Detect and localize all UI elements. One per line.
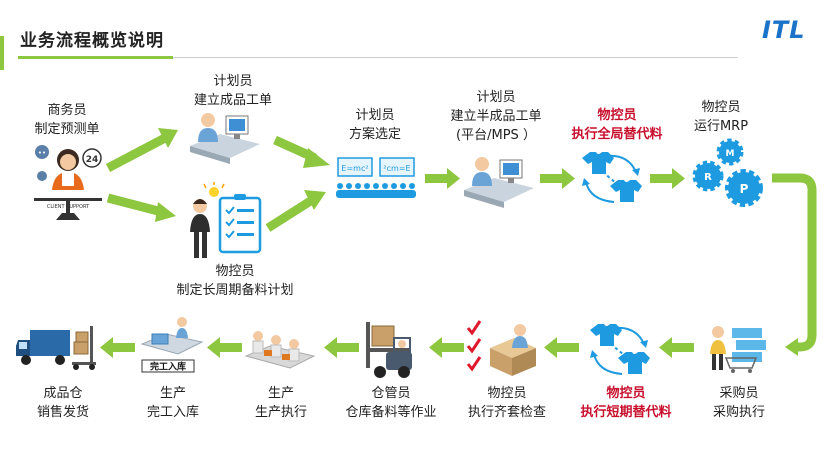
material-kit-role: 物控员	[487, 386, 527, 401]
svg-text:••: ••	[38, 149, 46, 157]
production-done-role: 生产	[159, 386, 186, 401]
arrow-warehouse-to-production	[324, 337, 359, 358]
material-mrp-label: 物控员 运行MRP	[676, 98, 766, 136]
completion-storage-icon: 完工入库	[140, 317, 204, 373]
delivery-truck-icon	[16, 326, 96, 370]
title-underline	[18, 56, 173, 59]
production-exec-label: 生产 生产执行	[236, 384, 326, 422]
gear-label-r: R	[704, 172, 712, 183]
sales-label: 商务员 制定预测单	[22, 101, 112, 139]
planner-select-role: 计划员	[355, 108, 395, 123]
board-text-2: ²cm=E	[383, 164, 410, 173]
arrow-sales-to-planner	[105, 128, 178, 172]
production-exec-role: 生产	[267, 386, 294, 401]
presentation-icon: E=mc² ²cm=E	[336, 157, 416, 198]
completion-sign: 完工入库	[150, 361, 186, 373]
planner-semi-note: (平台/MPS ）	[456, 128, 536, 143]
gear-label-p: P	[740, 182, 749, 196]
production-exec-task: 生产执行	[254, 405, 307, 420]
fg-warehouse-label: 成品仓 销售发货	[18, 384, 108, 422]
planner-semi-role: 计划员	[476, 90, 516, 105]
planner-fg-task: 建立成品工单	[193, 93, 272, 108]
material-global-role: 物控员	[597, 108, 637, 123]
gear-label-m: M	[726, 149, 735, 159]
page-title: 业务流程概览说明	[20, 31, 164, 51]
arrow-short-to-kit	[544, 337, 579, 358]
warehouse-label: 仓管员 仓库备料等作业	[336, 384, 446, 422]
planner-semi-label: 计划员 建立半成品工单 (平台/MPS ）	[436, 88, 556, 145]
forklift-icon	[366, 322, 412, 378]
substitute-shirts-short-icon	[590, 324, 650, 375]
arrow-kit-to-warehouse	[429, 337, 464, 358]
sales-role: 商务员	[47, 103, 87, 118]
checklist-icon	[190, 182, 262, 258]
arrow-select-to-semi	[425, 168, 460, 189]
material-global-task: 执行全局替代料	[571, 127, 663, 142]
material-long-role: 物控员	[215, 264, 255, 279]
badge-24: 24	[86, 155, 99, 165]
planner-fg-role: 计划员	[213, 74, 253, 89]
planner-fg-label: 计划员 建立成品工单	[178, 72, 288, 110]
arrow-done-to-fg	[100, 337, 135, 358]
purchaser-task: 采购执行	[712, 405, 765, 420]
kit-check-icon	[466, 320, 536, 376]
production-done-label: 生产 完工入库	[128, 384, 218, 422]
client-support-icon: •• 24 CLIENT SUPPORT	[34, 145, 102, 220]
arrow-planner-to-select	[273, 135, 330, 168]
material-kit-task: 执行齐套检查	[467, 405, 546, 420]
purchaser-role: 采购员	[719, 386, 759, 401]
arrow-sales-to-material	[106, 193, 176, 222]
planner-select-label: 计划员 方案选定	[330, 106, 420, 144]
title-accent-bar	[0, 36, 4, 70]
arrow-production-to-done	[207, 337, 242, 358]
fg-warehouse-role: 成品仓	[43, 386, 83, 401]
itl-logo: ITL	[762, 16, 806, 44]
planner-semi-task: 建立半成品工单	[450, 109, 542, 124]
material-mrp-task: 运行MRP	[693, 119, 749, 134]
client-support-caption: CLIENT SUPPORT	[47, 204, 90, 210]
material-long-label: 物控员 制定长周期备料计划	[160, 262, 310, 300]
arrow-semi-to-global	[540, 168, 575, 189]
material-mrp-role: 物控员	[701, 100, 741, 115]
gears-icon: M R P	[692, 138, 763, 207]
sales-task: 制定预测单	[34, 122, 100, 137]
arrow-purchaser-to-short	[659, 337, 694, 358]
production-line-icon	[244, 331, 316, 369]
arrow-material-to-select	[265, 190, 326, 232]
material-short-task: 执行短期替代料	[580, 405, 672, 420]
purchasing-icon	[710, 326, 766, 373]
board-text-1: E=mc²	[341, 164, 368, 173]
fg-warehouse-task: 销售发货	[36, 405, 89, 420]
material-kit-label: 物控员 执行齐套检查	[452, 384, 562, 422]
production-done-task: 完工入库	[146, 405, 199, 420]
material-global-label: 物控员 执行全局替代料	[562, 106, 672, 144]
planner-semi-desk-icon	[464, 157, 534, 208]
header-divider	[173, 57, 738, 58]
material-short-label: 物控员 执行短期替代料	[566, 384, 686, 422]
purchaser-label: 采购员 采购执行	[694, 384, 784, 422]
warehouse-task: 仓库备料等作业	[345, 405, 437, 420]
planner-select-task: 方案选定	[348, 127, 401, 142]
warehouse-role: 仓管员	[371, 386, 411, 401]
arrow-global-to-mrp	[650, 168, 685, 189]
material-short-role: 物控员	[606, 386, 646, 401]
arrow-mrp-to-purchaser	[772, 173, 817, 356]
planner-at-desk-icon	[190, 113, 260, 164]
material-long-task: 制定长周期备料计划	[176, 283, 294, 298]
substitute-shirts-icon	[582, 152, 642, 203]
